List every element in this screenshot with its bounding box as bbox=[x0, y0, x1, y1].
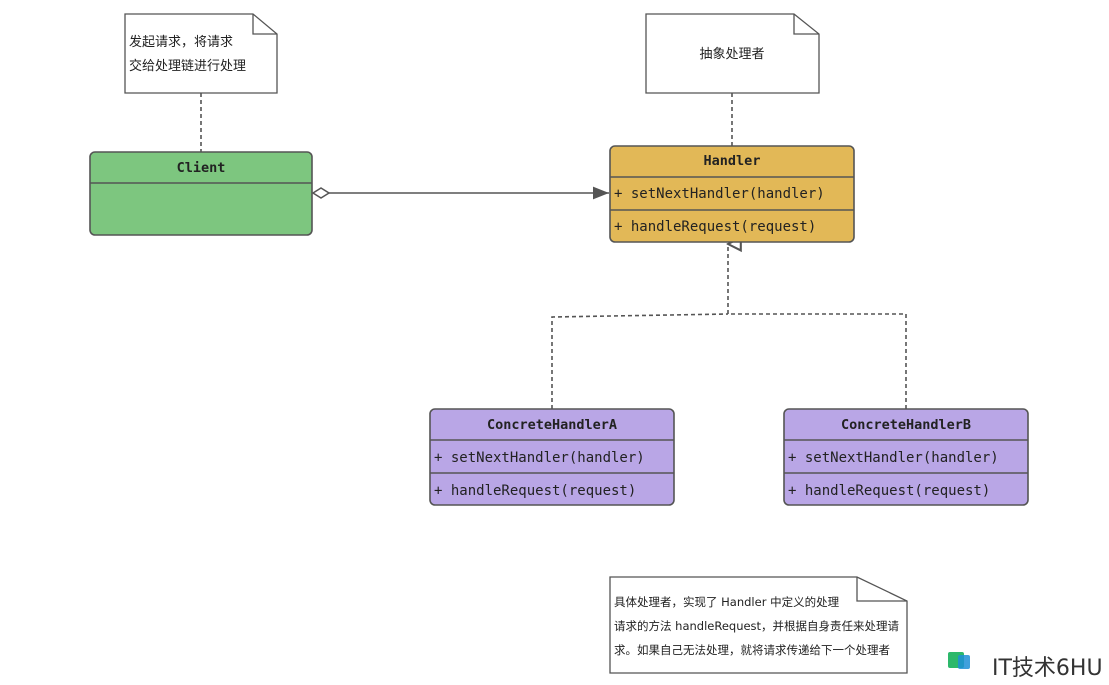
class-concrete-handler-b[interactable]: ConcreteHandlerB + setNextHandler(handle… bbox=[783, 408, 1029, 506]
aggregation-diamond bbox=[311, 187, 331, 199]
handler-member-set-next: + setNextHandler(handler) bbox=[614, 186, 825, 202]
concrete-a-member-handle-request: + handleRequest(request) bbox=[434, 483, 636, 499]
client-note: 发起请求，将请求 交给处理链进行处理 bbox=[124, 13, 278, 94]
handler-note: 抽象处理者 bbox=[645, 13, 820, 94]
client-note-fold bbox=[252, 14, 277, 35]
handler-title: Handler bbox=[704, 153, 761, 169]
client-note-line-2: 交给处理链进行处理 bbox=[129, 58, 246, 74]
concrete-note-shape bbox=[609, 576, 908, 674]
watermark: IT技术6HU bbox=[948, 652, 1103, 681]
watermark-logo-icon-shade bbox=[958, 655, 970, 669]
client-note-shape bbox=[124, 13, 278, 94]
concrete-note-line-3: 求。如果自己无法处理，就将请求传递给下一个处理者 bbox=[614, 643, 890, 657]
watermark-text: IT技术6HU bbox=[992, 656, 1103, 681]
realization-line-b bbox=[728, 313, 907, 409]
realization-line-a bbox=[551, 313, 729, 409]
handler-note-line-1: 抽象处理者 bbox=[699, 47, 764, 62]
handler-member-handle-request: + handleRequest(request) bbox=[614, 219, 816, 235]
concrete-b-member-handle-request: + handleRequest(request) bbox=[788, 483, 990, 499]
handler-note-fold bbox=[793, 14, 819, 35]
concrete-b-member-set-next: + setNextHandler(handler) bbox=[788, 450, 999, 466]
class-concrete-handler-a[interactable]: ConcreteHandlerA + setNextHandler(handle… bbox=[429, 408, 675, 506]
client-box bbox=[89, 151, 313, 236]
concrete-note-fold bbox=[856, 577, 907, 602]
client-note-line-1: 发起请求，将请求 bbox=[129, 34, 233, 50]
concrete-b-title: ConcreteHandlerB bbox=[841, 417, 971, 433]
concrete-note: 具体处理者，实现了 Handler 中定义的处理 请求的方法 handleReq… bbox=[609, 576, 908, 674]
concrete-note-line-1: 具体处理者，实现了 Handler 中定义的处理 bbox=[614, 595, 840, 609]
concrete-note-line-2: 请求的方法 handleRequest，并根据自身责任来处理请 bbox=[614, 619, 900, 633]
concrete-b-box bbox=[783, 408, 1029, 506]
handler-box bbox=[609, 145, 855, 243]
class-handler[interactable]: Handler + setNextHandler(handler) + hand… bbox=[609, 145, 855, 243]
client-title: Client bbox=[177, 160, 226, 176]
class-client[interactable]: Client bbox=[89, 151, 313, 236]
concrete-a-box bbox=[429, 408, 675, 506]
handler-note-shape bbox=[645, 13, 820, 94]
concrete-a-member-set-next: + setNextHandler(handler) bbox=[434, 450, 645, 466]
concrete-a-title: ConcreteHandlerA bbox=[487, 417, 617, 433]
